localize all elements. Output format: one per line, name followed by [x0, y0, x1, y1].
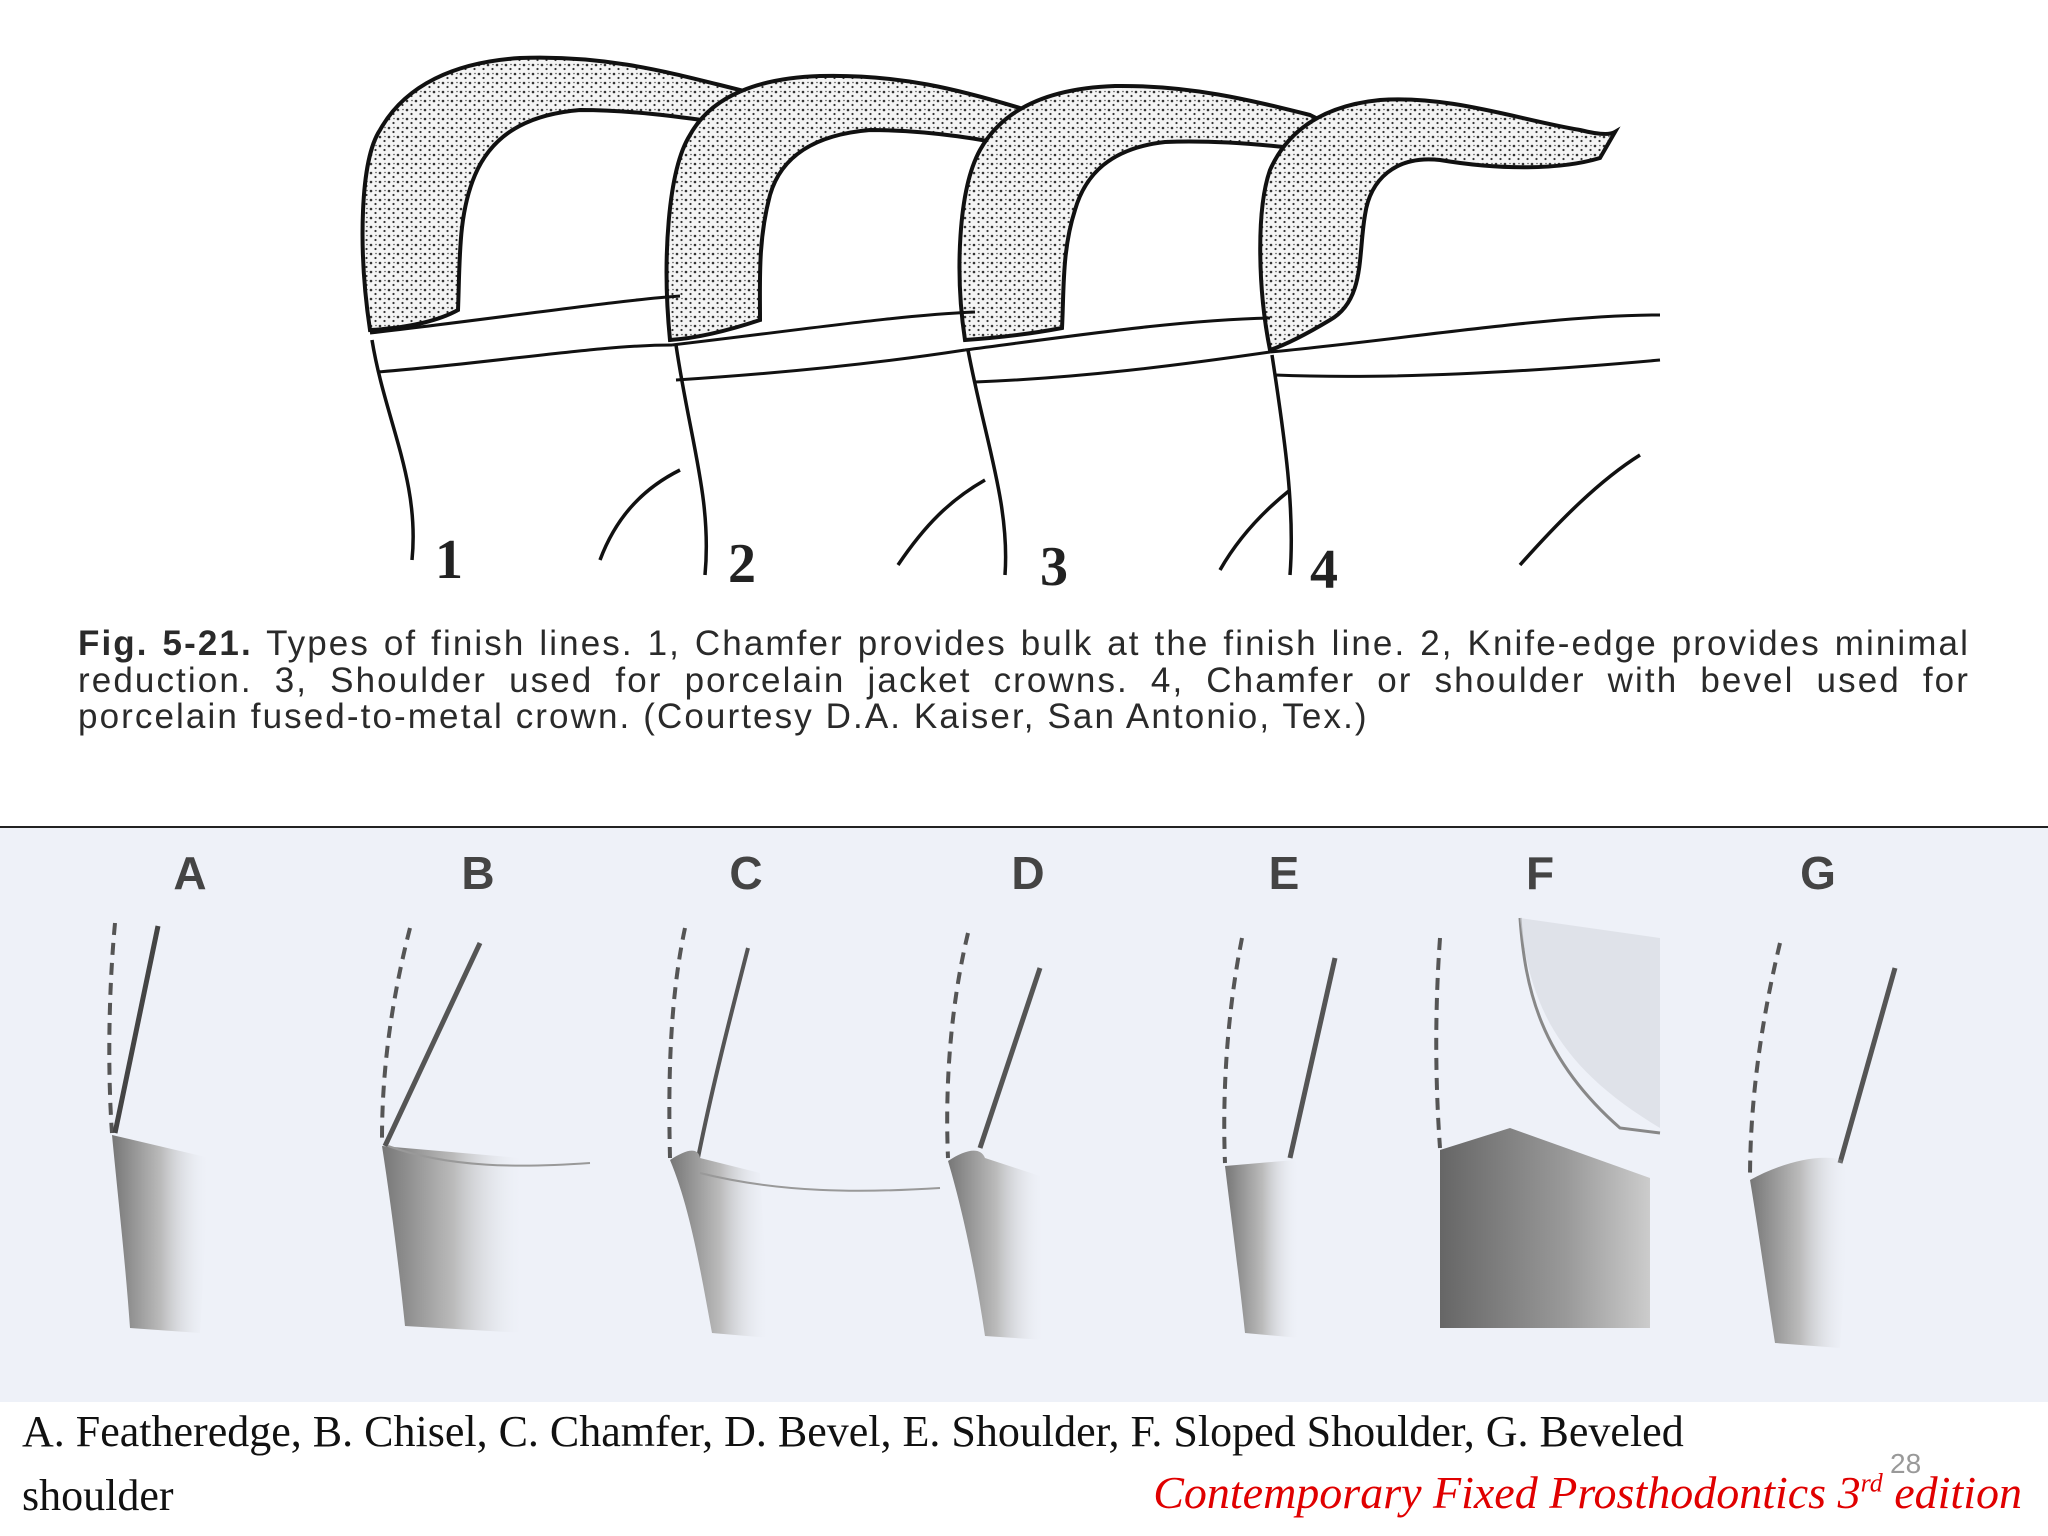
- figure-caption: Fig. 5-21. Types of finish lines. 1, Cha…: [78, 624, 1970, 736]
- margin-label-d: D: [1011, 847, 1045, 899]
- figure-caption-text: Types of finish lines. 1, Chamfer provid…: [78, 624, 1970, 736]
- tooth-number-4: 4: [1310, 539, 1338, 601]
- margin-label-f: F: [1525, 847, 1555, 899]
- citation-end: edition: [1882, 1467, 2022, 1518]
- crown-4: [1258, 97, 1621, 353]
- finish-lines-figure: 1 2 3 4 Fig. 5-21. Types of finish lines…: [78, 55, 1970, 736]
- margin-label-e: E: [1268, 847, 1300, 899]
- gingival-lines: [369, 294, 1661, 384]
- margin-d-drawing: [945, 932, 1045, 1340]
- figure-caption-label: Fig. 5-21.: [78, 624, 253, 663]
- margin-legend-line1: A. Featheredge, B. Chisel, C. Chamfer, D…: [22, 1407, 1684, 1456]
- margin-types-illustration: [107, 917, 1898, 1348]
- tooth-number-1: 1: [435, 529, 463, 591]
- citation-main: Contemporary Fixed Prosthodontics 3: [1153, 1467, 1861, 1518]
- margin-a-drawing: [107, 922, 210, 1333]
- margin-label-b: B: [461, 847, 495, 899]
- margin-label-g: G: [1800, 847, 1836, 899]
- margin-g-drawing: [1748, 942, 1898, 1348]
- slide-number: 28: [1890, 1448, 1922, 1479]
- figure-divider: [0, 826, 2048, 828]
- tooth-number-3: 3: [1040, 536, 1068, 598]
- margin-label-a: A: [173, 847, 207, 899]
- citation-superscript: rd: [1860, 1468, 1883, 1498]
- root-outlines: [370, 339, 1641, 576]
- margin-e-drawing: [1222, 937, 1338, 1338]
- margin-c-drawing: [667, 927, 941, 1338]
- finish-lines-illustration: 1 2 3 4: [360, 55, 1661, 601]
- margin-legend-line2: shoulder: [22, 1471, 174, 1520]
- margin-types-figure: A B C D E F G: [0, 828, 2048, 1402]
- margin-f-drawing: [1434, 917, 1661, 1328]
- margin-label-c: C: [729, 847, 763, 899]
- tooth-number-2: 2: [728, 533, 756, 595]
- margin-b-drawing: [380, 927, 591, 1333]
- textbook-citation: Contemporary Fixed Prosthodontics 3rd ed…: [1153, 1466, 2022, 1519]
